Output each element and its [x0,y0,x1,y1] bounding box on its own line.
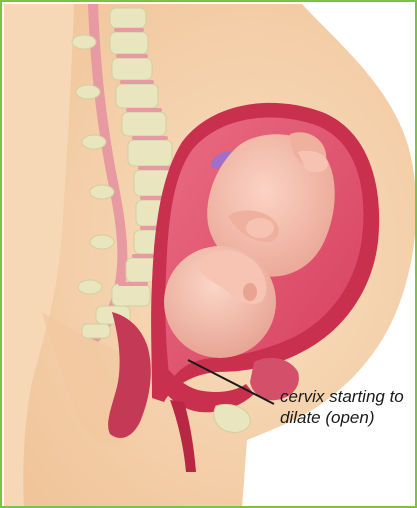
fetus-ear [243,283,257,301]
fetus-hand [246,218,274,238]
cervix-label: cervix starting to dilate (open) [280,386,414,428]
